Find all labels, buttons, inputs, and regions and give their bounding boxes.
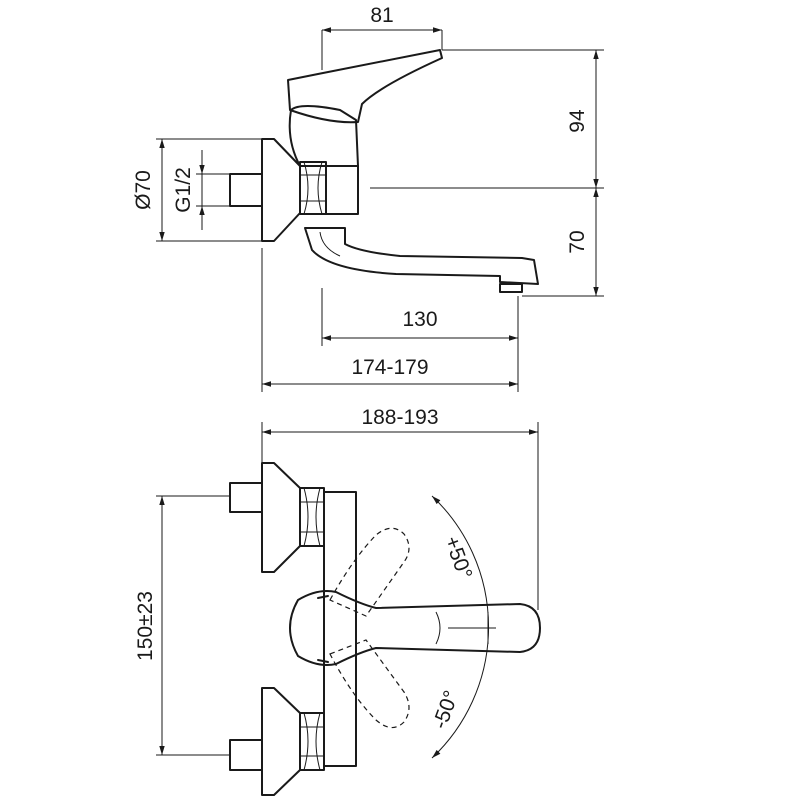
front-view: 188-193 150±23 +50° -50° <box>134 406 541 796</box>
front-top-nut <box>299 487 325 547</box>
dim-center-distance: 150±23 <box>134 591 157 661</box>
lever-position-plus <box>329 527 410 617</box>
side-inlet-pipe <box>229 173 263 207</box>
front-bottom-inlet <box>229 739 263 771</box>
front-top-rosette <box>261 462 301 573</box>
dim-rotation-positive: +50° <box>440 533 477 582</box>
dim-front-projection: 188-193 <box>361 406 438 429</box>
dim-outlet-height: 70 <box>566 230 589 253</box>
side-cartridge <box>288 105 359 167</box>
dim-side-projection: 174-179 <box>351 356 428 379</box>
side-aerator <box>499 283 523 293</box>
side-view: 81 94 70 Ø70 G1/2 130 174-179 <box>132 4 604 392</box>
dim-thread: G1/2 <box>172 167 195 213</box>
side-body <box>325 165 359 215</box>
front-lever <box>289 590 541 666</box>
front-bottom-rosette <box>261 687 301 796</box>
dim-diameter: Ø70 <box>132 170 155 210</box>
dim-spout-length: 130 <box>402 308 437 331</box>
side-hex-nut <box>299 161 327 215</box>
lever-position-minus <box>329 639 410 729</box>
front-bottom-nut <box>299 712 325 771</box>
dim-lever-width: 81 <box>370 4 393 27</box>
front-body <box>323 491 357 767</box>
dim-rotation-negative: -50° <box>428 688 463 732</box>
dim-lever-height: 94 <box>566 109 589 133</box>
side-lever <box>287 49 443 124</box>
front-top-inlet <box>229 482 263 513</box>
